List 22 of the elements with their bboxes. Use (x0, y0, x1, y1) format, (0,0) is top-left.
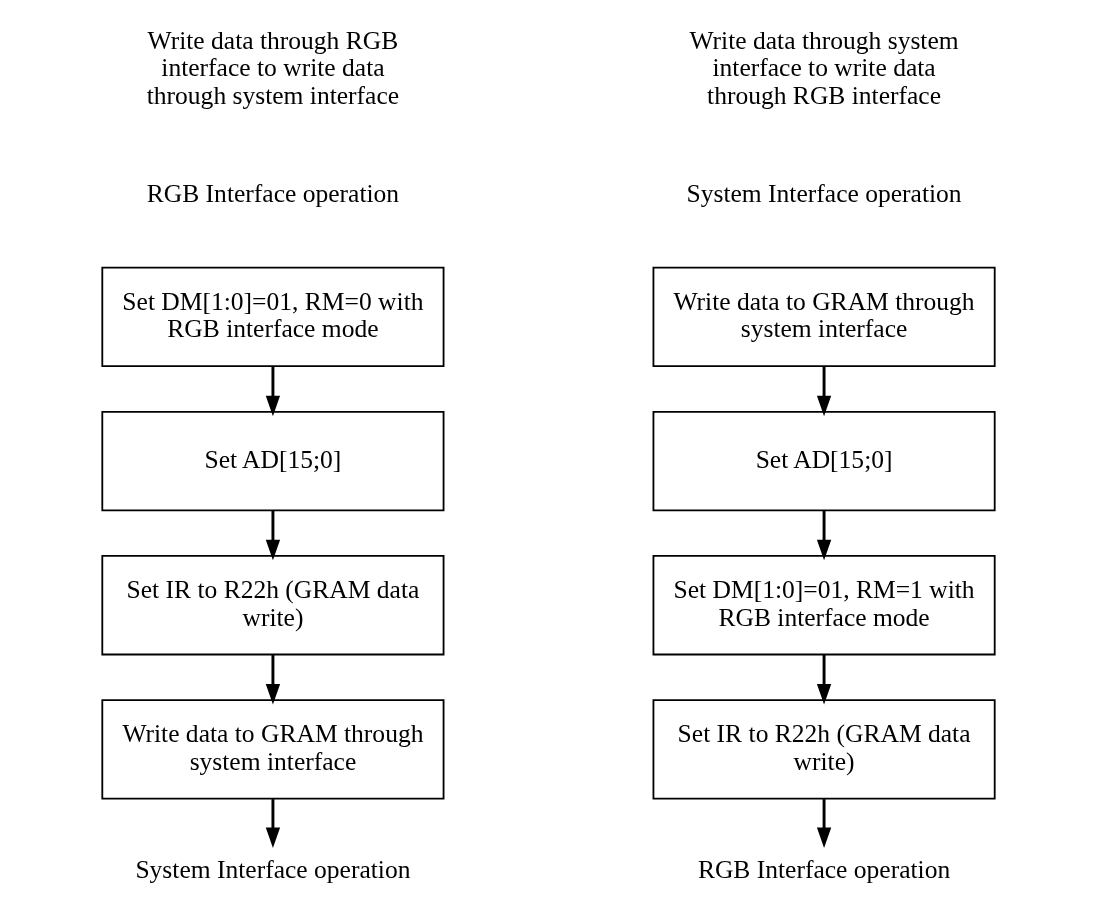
node-box: Set DM[1:0]=01, RM=1 with RGB interface mode (652, 555, 996, 656)
arrow (816, 654, 831, 705)
label: RGB Interface operation (146, 179, 399, 209)
node-box: Set IR to R22h (GRAM data write) (100, 555, 444, 656)
label: Write data through system interface to write data through RGB interface (689, 25, 959, 110)
node-box: Write data to GRAM through system interface (652, 266, 996, 368)
arrow (816, 510, 831, 561)
node-box: Set DM[1:0]=01, RM=0 with RGB interface mode (100, 266, 444, 368)
arrow (265, 799, 280, 849)
node-text: RGB Interface operation (697, 854, 950, 884)
arrow (816, 366, 831, 417)
node-box: Set AD[15;0] (652, 410, 996, 512)
node-text: System Interface operation (134, 854, 410, 884)
node-box: Set AD[15;0] (100, 410, 444, 512)
arrow (265, 510, 280, 561)
node-box: Set IR to R22h (GRAM data write) (652, 699, 996, 800)
arrow (265, 366, 280, 417)
arrow (265, 654, 280, 705)
arrow (816, 799, 831, 849)
label: Write data through RGB interface to write data through system interface (146, 25, 399, 110)
label: System Interface operation (686, 179, 962, 209)
node-box: Write data to GRAM through system interface (100, 699, 444, 800)
